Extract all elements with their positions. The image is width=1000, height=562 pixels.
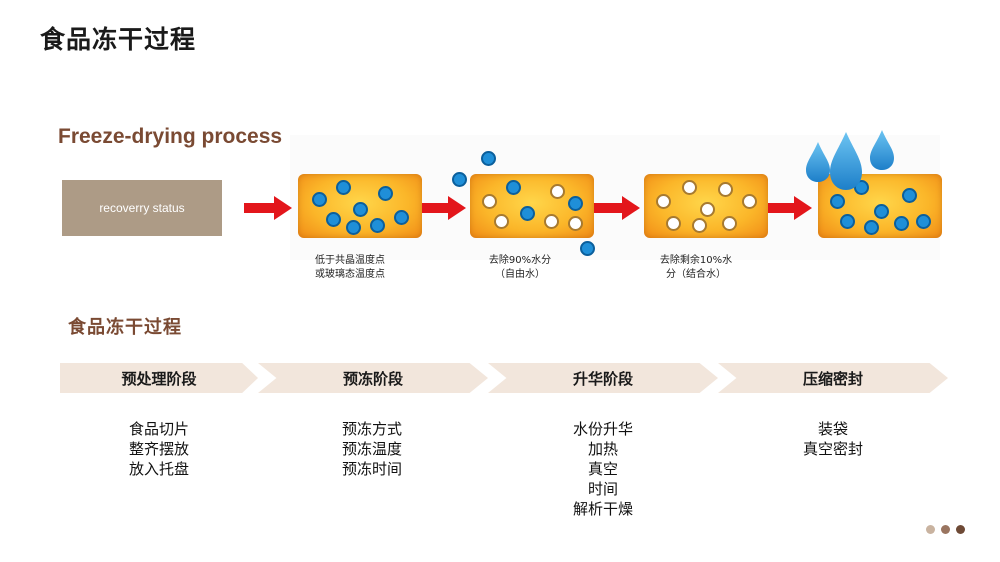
caption-secondary-drying: 去除剩余10%水 分（结合水） [636,254,756,282]
ice-dot [312,192,327,207]
ice-dot [326,212,341,227]
stage-label: 压缩密封 [802,369,863,388]
void-dot [718,182,733,197]
void-dot [482,194,497,209]
arrow-icon [764,196,812,220]
bound-water-dot [506,180,521,195]
stage-items: 水份升华 加热 真空 时间 解析干燥 [523,419,683,519]
ice-dot [353,202,368,217]
water-dot [864,220,879,235]
void-dot [692,218,707,233]
stage-items: 食品切片 整齐摆放 放入托盘 [79,419,239,479]
void-dot [742,194,757,209]
stage-item: 放入托盘 [128,460,189,478]
water-dot [894,216,909,231]
arrow-icon [244,196,292,220]
caption-line: 去除90%水分 [488,255,552,266]
void-dot [700,202,715,217]
status-label: recoverry status [99,201,185,215]
section-title: 食品冻干过程 [68,317,182,338]
stage-item: 预冻时间 [341,460,402,478]
dried-slab [644,174,768,238]
water-dot [840,214,855,229]
vapor-dot [580,241,595,256]
arrow-icon [592,196,640,220]
ice-dot [346,220,361,235]
stage-item: 预冻方式 [341,420,402,438]
stage-item: 整齐摆放 [128,440,189,458]
vapor-dot [452,172,467,187]
stage-chevron: 预处理阶段 [60,363,258,393]
void-dot [550,184,565,199]
stage-label: 升华阶段 [572,369,633,388]
stage-item: 加热 [587,440,618,458]
pager-dot [941,525,950,534]
stage-label: 预冻阶段 [342,369,403,388]
stage-item: 时间 [587,480,618,498]
void-dot [568,216,583,231]
stage-item: 解析干燥 [572,500,633,518]
stage-items: 预冻方式 预冻温度 预冻时间 [292,419,452,479]
ice-dot [378,186,393,201]
bound-water-dot [568,196,583,211]
figure-title: Freeze-drying process [58,125,283,148]
arrow-icon [418,196,466,220]
stage-item: 装袋 [817,420,848,438]
void-dot [666,216,681,231]
void-dot [544,214,559,229]
stage-item: 真空 [587,460,618,478]
pager-dot [926,525,935,534]
caption-line: 去除剩余10%水 [659,255,733,266]
stage-chevron: 预冻阶段 [258,363,488,393]
water-dot [902,188,917,203]
water-dot [874,204,889,219]
stage-item: 真空密封 [802,440,863,458]
caption-freezing: 低于共晶温度点 或玻璃态温度点 [290,254,410,282]
status-box: recoverry status [62,180,222,236]
vapor-dot [481,151,496,166]
void-dot [682,180,697,195]
primary-drying-slab [470,174,594,238]
frozen-slab [298,174,422,238]
caption-line: （自由水） [495,269,545,280]
stage-item: 预冻温度 [341,440,402,458]
water-dot [916,214,931,229]
water-dot [830,194,845,209]
void-dot [656,194,671,209]
stage-item: 水份升华 [572,420,633,438]
caption-line: 分（结合水） [666,269,726,280]
stage-chevron: 压缩密封 [718,363,948,393]
stage-item: 食品切片 [128,420,189,438]
caption-line: 或玻璃态温度点 [315,269,385,280]
ice-dot [394,210,409,225]
caption-line: 低于共晶温度点 [315,255,385,266]
water-drops-icon [806,130,894,190]
pager-dot [956,525,965,534]
caption-primary-drying: 去除90%水分 （自由水） [460,254,580,282]
void-dot [494,214,509,229]
void-dot [722,216,737,231]
ice-dot [336,180,351,195]
ice-dot [370,218,385,233]
page-title: 食品冻干过程 [40,25,197,54]
bound-water-dot [520,206,535,221]
stage-label: 预处理阶段 [121,369,197,388]
stage-items: 装袋 真空密封 [753,419,913,459]
stage-chevron: 升华阶段 [488,363,718,393]
